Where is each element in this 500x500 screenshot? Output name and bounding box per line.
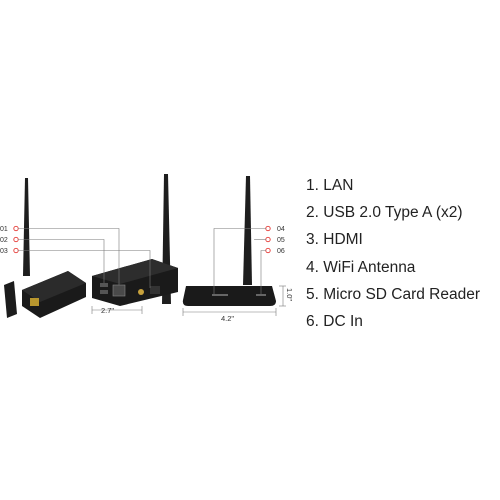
callout-dot-06 [265, 247, 271, 254]
device-right-view [182, 176, 276, 306]
antenna-right [243, 176, 252, 285]
leader-line-01 [18, 228, 120, 285]
leader-line-06 [260, 250, 266, 294]
feature-item: 3. HDMI [306, 231, 363, 249]
feature-label: WiFi Antenna [323, 258, 416, 276]
feature-label: USB 2.0 Type A (x2) [323, 204, 463, 222]
feature-item: 1. LAN [306, 177, 354, 194]
dimension-width-left: 2.7" [91, 306, 143, 315]
feature-label: Micro SD Card Reader [323, 285, 481, 303]
callout-label-04: 04 [277, 226, 285, 233]
callout-label-03: 03 [0, 248, 8, 255]
callout-dot-03 [13, 247, 19, 254]
feature-item: 2. USB 2.0 Type A (x2) [306, 204, 463, 222]
dimension-height-right: 1.0" [279, 285, 294, 307]
dimension-label-height-right: 1.0" [285, 288, 294, 301]
leader-line-03 [18, 250, 151, 288]
dimension-width-right: 4.2" [182, 308, 277, 323]
feature-number: 1 [306, 177, 315, 194]
device-body-front [182, 286, 276, 306]
hdmi-port [138, 289, 144, 295]
callouts-left: 01 02 03 [0, 225, 151, 288]
side-unit-image [4, 281, 17, 318]
callout-label-02: 02 [0, 237, 8, 244]
feature-number: 6 [306, 312, 315, 330]
dimension-label-width-left: 2.7" [101, 306, 114, 315]
callout-dot-01 [13, 225, 19, 232]
callout-dot-02 [13, 236, 19, 243]
feature-item: 6. DC In [306, 312, 363, 330]
callouts-right: 04 05 06 [213, 225, 285, 294]
usb-port-2 [100, 290, 108, 294]
feature-number: 3 [306, 231, 315, 249]
feature-number: 4 [306, 258, 315, 276]
feature-label: DC In [323, 312, 363, 330]
leader-line-02 [18, 239, 105, 283]
feature-item: 5. Micro SD Card Reader [306, 285, 481, 303]
feature-list: 1. LAN 2. USB 2.0 Type A (x2) 3. HDMI 4.… [306, 172, 480, 335]
device-left-views [4, 174, 178, 318]
callout-label-01: 01 [0, 226, 8, 233]
feature-label: LAN [323, 177, 354, 194]
antenna-connector [150, 286, 160, 294]
usb-port-1 [100, 283, 108, 287]
leader-line-04 [213, 228, 266, 294]
feature-number: 5 [306, 285, 315, 303]
callout-label-06: 06 [277, 248, 285, 255]
lan-port [112, 284, 126, 297]
antenna-left-1 [23, 178, 30, 276]
dimension-label-width-right: 4.2" [221, 314, 234, 323]
callout-dot-05 [265, 236, 271, 243]
feature-number: 2 [306, 204, 315, 222]
feature-item: 4. WiFi Antenna [306, 258, 416, 276]
callout-dot-04 [265, 225, 271, 232]
feature-label: HDMI [323, 231, 363, 249]
callout-label-05: 05 [277, 237, 285, 244]
